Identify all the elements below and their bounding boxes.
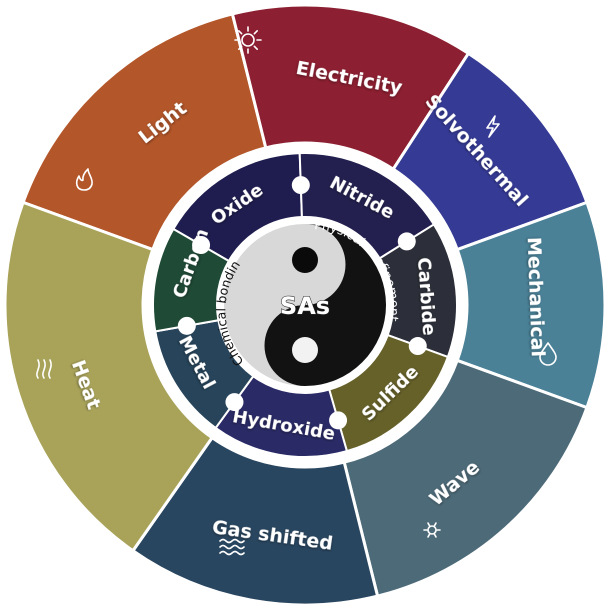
gear-icon <box>423 522 441 538</box>
core-dark-dot <box>292 247 318 273</box>
outer-segment-wave <box>342 358 589 598</box>
core-light-dot <box>292 337 318 363</box>
puzzle-nub <box>329 411 348 430</box>
inner-segment-carbon <box>152 227 231 333</box>
puzzle-nub <box>177 316 196 335</box>
outer-ring: LightElectricitySolvothermalMechanicalWa… <box>3 3 607 607</box>
outer-segment-electricity <box>230 3 471 172</box>
puzzle-nub <box>397 232 416 251</box>
puzzle-nub <box>192 236 211 254</box>
wave-icon <box>219 538 245 556</box>
sun-icon <box>234 26 262 54</box>
lightning-icon <box>486 115 500 138</box>
core-label: SAs <box>280 292 330 320</box>
gas-icon <box>36 359 52 379</box>
droplet-icon <box>539 342 557 366</box>
flame-icon <box>75 168 93 191</box>
puzzle-nub <box>408 337 427 356</box>
puzzle-nub <box>225 393 244 412</box>
outer-label-mechanical: Mechanical <box>523 237 549 358</box>
outer-segment-heat <box>3 200 215 553</box>
puzzle-nub <box>291 176 310 195</box>
